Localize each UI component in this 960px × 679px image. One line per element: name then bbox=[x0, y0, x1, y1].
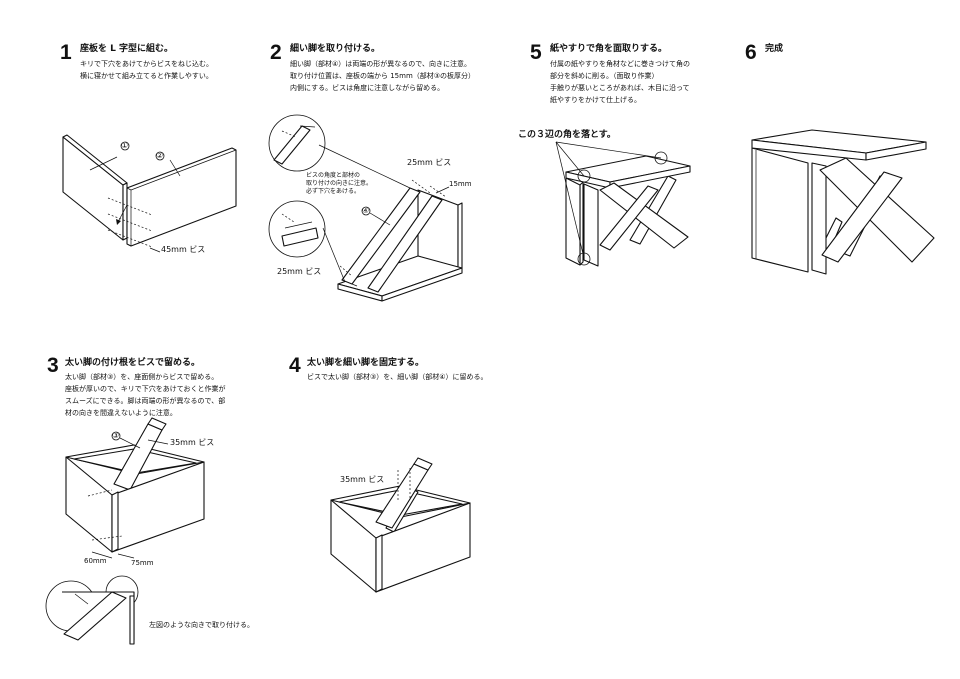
step-4-title: 太い脚を細い脚を固定する。 bbox=[307, 358, 425, 368]
step-1-body-line: 横に寝かせて組み立てると作業しやすい。 bbox=[80, 72, 213, 80]
part-4-label: ④ bbox=[362, 206, 370, 215]
step-2-number: 2 bbox=[270, 41, 282, 64]
step-3-orientation-note: 左図のような向きで取り付ける。 bbox=[149, 621, 254, 629]
corner-marker bbox=[577, 169, 591, 183]
step-1-number: 1 bbox=[60, 41, 72, 64]
step-2-note-line: 取り付けの向きに注意。 bbox=[306, 180, 373, 187]
step-3-body-line: 材の向きを間違えないように注意。 bbox=[65, 409, 177, 417]
step-4-number: 4 bbox=[289, 354, 301, 377]
part-3-label: ③ bbox=[112, 431, 120, 440]
part-callout bbox=[155, 151, 165, 161]
step-2-note-line: 必ず下穴をあける。 bbox=[306, 188, 361, 195]
step-2-screw-label: 25mm ビス bbox=[407, 158, 452, 167]
step-2-offset-label: 15mm bbox=[449, 180, 472, 188]
step-1-title: 座板を L 字型に組む。 bbox=[80, 44, 174, 54]
step-1-screw-label: 45mm ビス bbox=[161, 245, 206, 254]
step-3-dim-a: 60mm bbox=[84, 557, 107, 565]
step-3-body-line: 座板が厚いので、キリで下穴をあけておくと作業が bbox=[65, 385, 226, 393]
part-callout bbox=[120, 141, 130, 151]
step-2-title: 細い脚を取り付ける。 bbox=[290, 44, 381, 54]
step-5-title: 紙やすりで角を面取りする。 bbox=[550, 44, 668, 54]
step-3-title: 太い脚の付け根をビスで留める。 bbox=[65, 358, 201, 368]
step-2-body-line: 内側にする。ビスは角度に注意しながら留める。 bbox=[290, 84, 445, 92]
step-5-body-line: 付属の紙やすりを角材などに巻きつけて角の bbox=[550, 60, 690, 68]
step-3-dim-b: 75mm bbox=[131, 559, 154, 567]
detail-circle bbox=[268, 114, 326, 172]
step-2-body-line: 取り付け位置は、座板の端から 15mm（部材③の板厚分） bbox=[290, 72, 476, 80]
corner-marker bbox=[577, 252, 591, 266]
step-6-number: 6 bbox=[745, 41, 757, 64]
step-4-screw-label: 35mm ビス bbox=[340, 475, 385, 484]
step-5-body-line: 部分を斜めに削る。（面取り作業） bbox=[550, 72, 659, 80]
step-3-body-line: 太い脚（部材③）を、座面側からビスで留める。 bbox=[65, 373, 219, 381]
step-5-number: 5 bbox=[530, 41, 542, 64]
step-3-number: 3 bbox=[47, 354, 59, 377]
step-5-callout: この３辺の角を落とす。 bbox=[518, 130, 616, 140]
step-3-body-line: スムーズにできる。脚は両端の形が異なるので、部 bbox=[65, 397, 226, 405]
part-2-label: ② bbox=[156, 151, 164, 160]
part-callout bbox=[111, 431, 121, 441]
step-2-note-line: ビスの角度と部材の bbox=[306, 172, 361, 179]
part-callout bbox=[361, 206, 371, 216]
step-5-body-line: 紙やすりをかけて仕上げる。 bbox=[550, 96, 641, 104]
part-1-label: ① bbox=[121, 141, 129, 150]
corner-marker bbox=[654, 151, 668, 165]
step-2-screw-label-b: 25mm ビス bbox=[277, 267, 322, 276]
detail-circle bbox=[268, 200, 326, 258]
step-2-body-line: 細い脚（部材④）は両端の形が異なるので、向きに注意。 bbox=[290, 60, 471, 68]
step-6-title: 完成 bbox=[765, 44, 784, 54]
step-4-body-line: ビスで太い脚（部材③）を、細い脚（部材④）に留める。 bbox=[307, 373, 488, 381]
step-3-screw-label: 35mm ビス bbox=[170, 438, 215, 447]
step-1-body-line: キリで下穴をあけてからビスをねじ込む。 bbox=[80, 60, 213, 68]
step-5-body-line: 手触りが悪いところがあれば、木目に沿って bbox=[550, 84, 690, 92]
